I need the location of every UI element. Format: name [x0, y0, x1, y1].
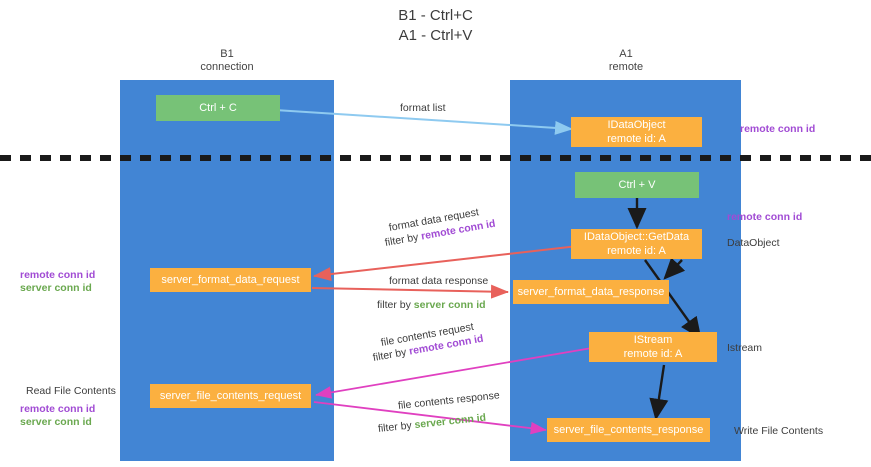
node-getdata-sub: remote id: A — [607, 245, 666, 257]
node-idataobject-sub: remote id: A — [607, 133, 666, 145]
annotation-write-file-contents: Write File Contents — [734, 425, 824, 437]
legend-remote-conn-id: remote conn id — [20, 269, 96, 281]
edge-label-format-data-response-text: format data response — [389, 275, 489, 287]
node-server-file-contents-request-label: server_file_contents_request — [159, 390, 302, 402]
annotation-dataobject: DataObject — [727, 237, 780, 249]
edge-label-format-data-response-filter: filter by server conn id — [377, 298, 486, 312]
annotation-left-remote-conn-id: remote conn id — [20, 403, 96, 415]
column-header-b1-name: B1 — [220, 48, 234, 60]
column-header-b1: B1 connection — [160, 48, 294, 74]
node-ctrl-v-label: Ctrl + V — [618, 179, 656, 191]
filter-prefix: filter by — [371, 345, 411, 364]
node-getdata[interactable]: IDataObject::GetData remote id: A — [571, 229, 702, 259]
node-server-format-data-request-label: server_format_data_request — [161, 274, 300, 286]
filter-prefix: filter by — [377, 299, 414, 311]
filter-key-server-conn-id: server conn id — [413, 411, 487, 432]
edge-label-format-list: format list — [400, 101, 446, 115]
node-server-format-data-response-label: server_format_data_response — [517, 286, 665, 298]
annotation-remote-conn-id-mid: remote conn id — [727, 211, 803, 223]
legend-server-conn-id: server conn id — [20, 282, 92, 294]
title-line-2: A1 - Ctrl+V — [398, 27, 473, 44]
arrow-format-data-response — [311, 284, 509, 299]
node-server-file-contents-response-label: server_file_contents_response — [553, 424, 704, 436]
title-line-1: B1 - Ctrl+C — [398, 7, 473, 24]
annotation-left-server-conn-id: server conn id — [20, 416, 92, 428]
annotation-istream: Istream — [727, 342, 763, 354]
annotation-remote-conn-id-top: remote conn id — [740, 123, 816, 135]
filter-prefix: filter by — [377, 419, 416, 435]
page-title: B1 - Ctrl+C A1 - Ctrl+V — [0, 6, 871, 46]
filter-key-server-conn-id: server conn id — [413, 299, 486, 311]
node-server-file-contents-response[interactable]: server_file_contents_response — [547, 418, 710, 442]
edge-label-file-contents-response-filter: filter by server conn id — [377, 411, 486, 436]
node-istream-sub: remote id: A — [623, 348, 683, 360]
node-idataobject[interactable]: IDataObject remote id: A — [571, 117, 702, 147]
node-ctrl-c[interactable]: Ctrl + C — [156, 95, 280, 121]
node-istream-label: IStream — [633, 334, 673, 346]
node-ctrl-v[interactable]: Ctrl + V — [575, 172, 699, 198]
node-idataobject-label: IDataObject — [607, 119, 666, 131]
annotation-read-file-contents: Read File Contents — [26, 385, 116, 397]
node-ctrl-c-label: Ctrl + C — [199, 102, 237, 114]
column-header-a1: A1 remote — [559, 48, 693, 74]
node-getdata-label: IDataObject::GetData — [583, 231, 690, 243]
node-server-format-data-request[interactable]: server_format_data_request — [150, 268, 311, 292]
column-header-a1-role: remote — [608, 61, 644, 73]
column-header-b1-role: connection — [200, 61, 254, 73]
column-header-a1-name: A1 — [619, 48, 633, 60]
node-istream[interactable]: IStream remote id: A — [589, 332, 717, 362]
edge-label-file-contents-response-text: file contents response — [397, 389, 501, 412]
edge-label-format-list-text: format list — [400, 102, 446, 114]
node-server-format-data-response[interactable]: server_format_data_response — [513, 280, 669, 304]
edge-label-file-contents-response: file contents response — [397, 388, 500, 413]
node-server-file-contents-request[interactable]: server_file_contents_request — [150, 384, 311, 408]
edge-label-format-data-response: format data response — [389, 274, 488, 288]
